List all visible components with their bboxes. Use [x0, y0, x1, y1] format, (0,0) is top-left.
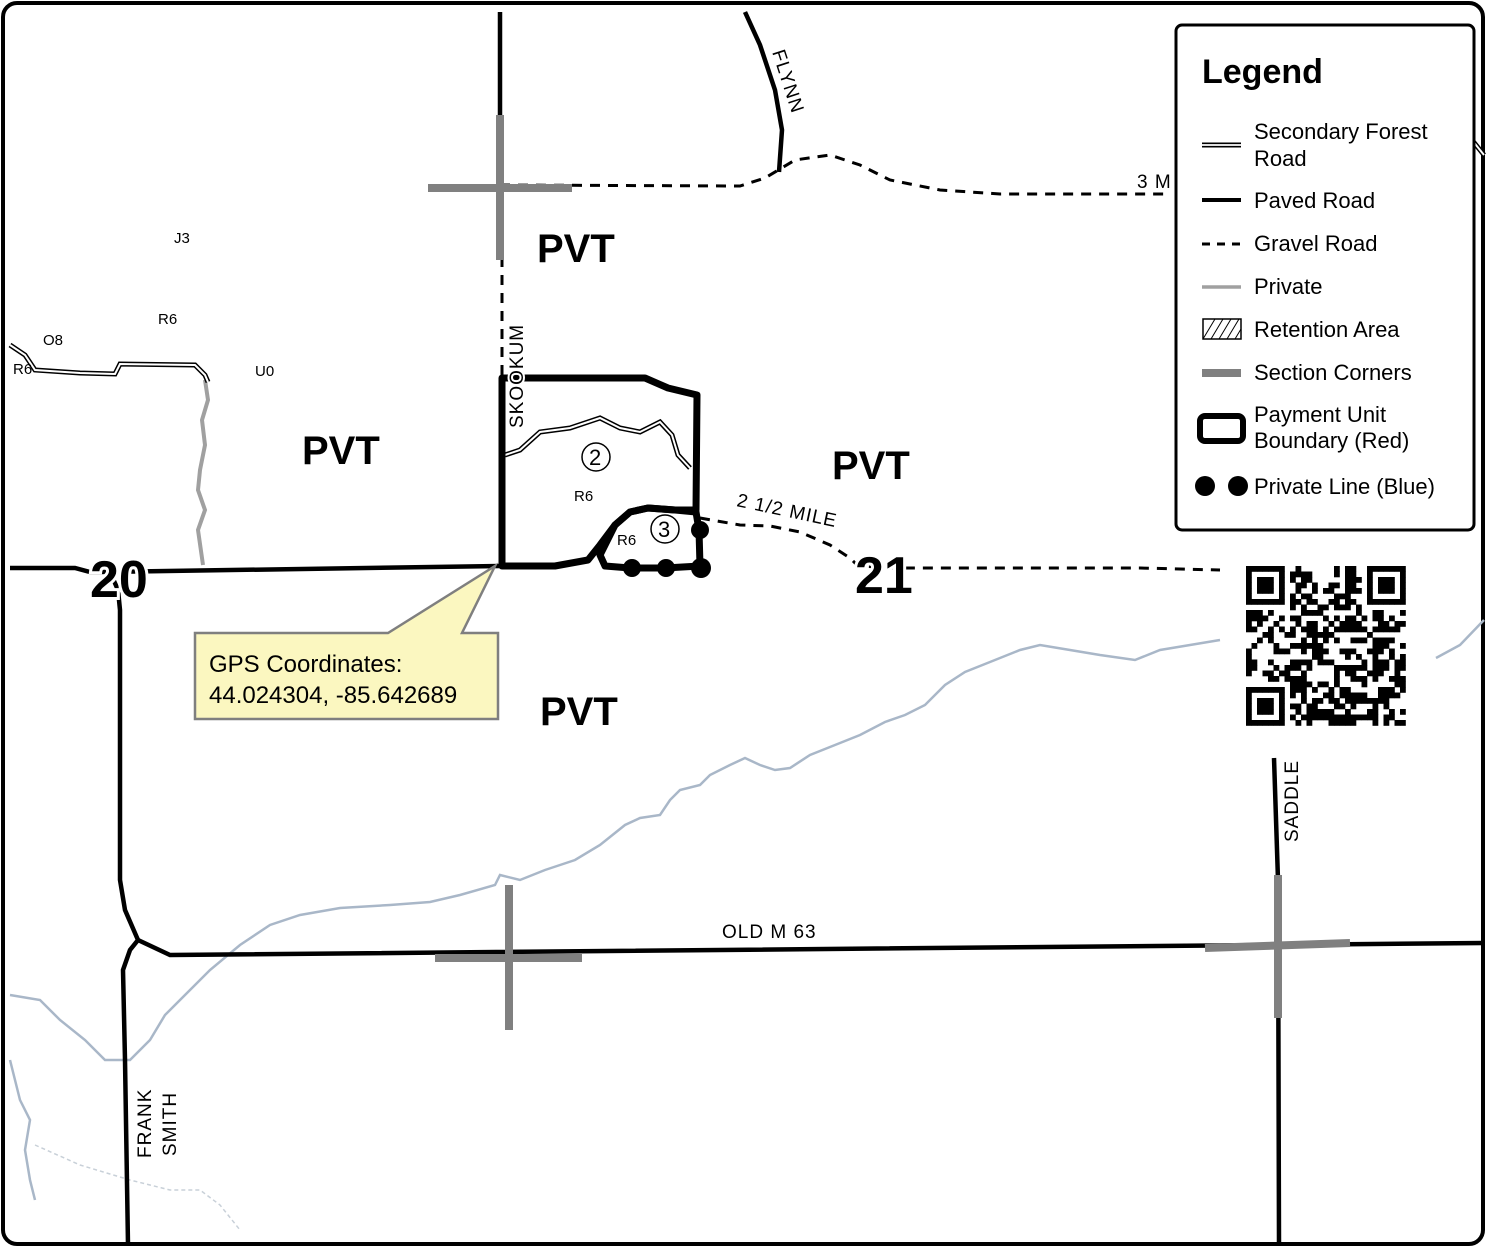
stand-label-r6-north: R6: [158, 311, 177, 328]
stand-label-r6-unit2: R6: [574, 488, 593, 505]
legend-label-paved-road: Paved Road: [1254, 188, 1375, 213]
unit-badge-2: 2: [581, 442, 611, 472]
qr-code-icon: [1246, 566, 1406, 726]
legend-symbol-retention-area: [1202, 318, 1242, 340]
stream-southwest: [8, 1059, 37, 1201]
private-road: [195, 379, 211, 566]
private-line-dots: [623, 521, 711, 578]
legend: Legend Secondary Forest Road Paved Road …: [1174, 23, 1476, 532]
stand-label-r6-unit3: R6: [617, 532, 636, 549]
secondary-forest-road-west: [8, 342, 211, 383]
unit-number-3: 3: [658, 517, 670, 542]
old-m63-road: [137, 937, 1485, 958]
section-corner-south: [435, 885, 582, 1030]
legend-label-private-line: Private Line (Blue): [1254, 474, 1435, 499]
unit-3-boundary: [596, 504, 704, 572]
pvt-label-north: PVT: [537, 227, 615, 271]
three-mile-road: [499, 153, 1170, 196]
road-label-frank: FRANK: [135, 1089, 156, 1158]
road-label-saddle: SADDLE: [1282, 760, 1303, 842]
section-corner-nw: [428, 115, 572, 260]
two-half-mile-road: [699, 516, 1221, 572]
legend-label-private: Private: [1254, 274, 1322, 299]
legend-symbol-payment-unit: [1197, 413, 1246, 444]
gps-callout-line2: 44.024304, -85.642689: [209, 682, 457, 709]
section-corners: [428, 115, 1351, 1030]
streams: [8, 619, 1485, 1231]
pvt-label-east: PVT: [832, 444, 910, 488]
unit-number-2: 2: [589, 445, 601, 470]
legend-label-retention-area: Retention Area: [1254, 317, 1400, 342]
stand-label-o8: O8: [43, 332, 63, 349]
secondary-forest-road-unit: [504, 415, 692, 470]
stream-east: [1435, 619, 1485, 660]
section-number-20: 20: [90, 551, 148, 609]
legend-label-secondary-road-2: Road: [1254, 146, 1307, 171]
stand-label-u0: U0: [255, 363, 274, 380]
legend-label-gravel-road: Gravel Road: [1254, 231, 1378, 256]
stand-label-j3: J3: [174, 230, 190, 247]
road-label-skookum: SKOOKUM: [507, 324, 528, 428]
pvt-label-south: PVT: [540, 690, 618, 734]
gps-callout: GPS Coordinates: 44.024304, -85.642689: [193, 562, 500, 721]
pvt-label-west: PVT: [302, 429, 380, 473]
gps-callout-line1: GPS Coordinates:: [209, 651, 402, 678]
flynn-road: [742, 11, 785, 173]
legend-label-payment-unit-1: Payment Unit: [1254, 402, 1386, 427]
stand-label-r6-west: R6: [13, 361, 32, 378]
legend-label-payment-unit-2: Boundary (Red): [1254, 428, 1409, 453]
gravel-roads: [499, 153, 1221, 572]
legend-label-secondary-road-1: Secondary Forest: [1254, 119, 1428, 144]
unit-badge-3: 3: [650, 514, 680, 544]
legend-box: [1174, 23, 1476, 532]
gps-callout-box: [193, 562, 500, 721]
road-label-old-m63: OLD M 63: [722, 922, 817, 943]
road-label-smith: SMITH: [160, 1092, 181, 1156]
frank-smith-road: [107, 571, 141, 1246]
legend-symbol-private-line: [1195, 476, 1248, 496]
section-line-road: [10, 563, 501, 575]
legend-label-section-corners: Section Corners: [1254, 360, 1412, 385]
legend-title: Legend: [1202, 53, 1323, 91]
trail-south: [34, 1144, 241, 1231]
payment-unit-boundaries: [498, 374, 704, 572]
section-corner-se: [1204, 875, 1351, 1018]
section-number-21: 21: [855, 547, 913, 605]
stream-main: [9, 638, 1221, 1062]
road-label-3-mile: 3 M: [1137, 172, 1172, 193]
